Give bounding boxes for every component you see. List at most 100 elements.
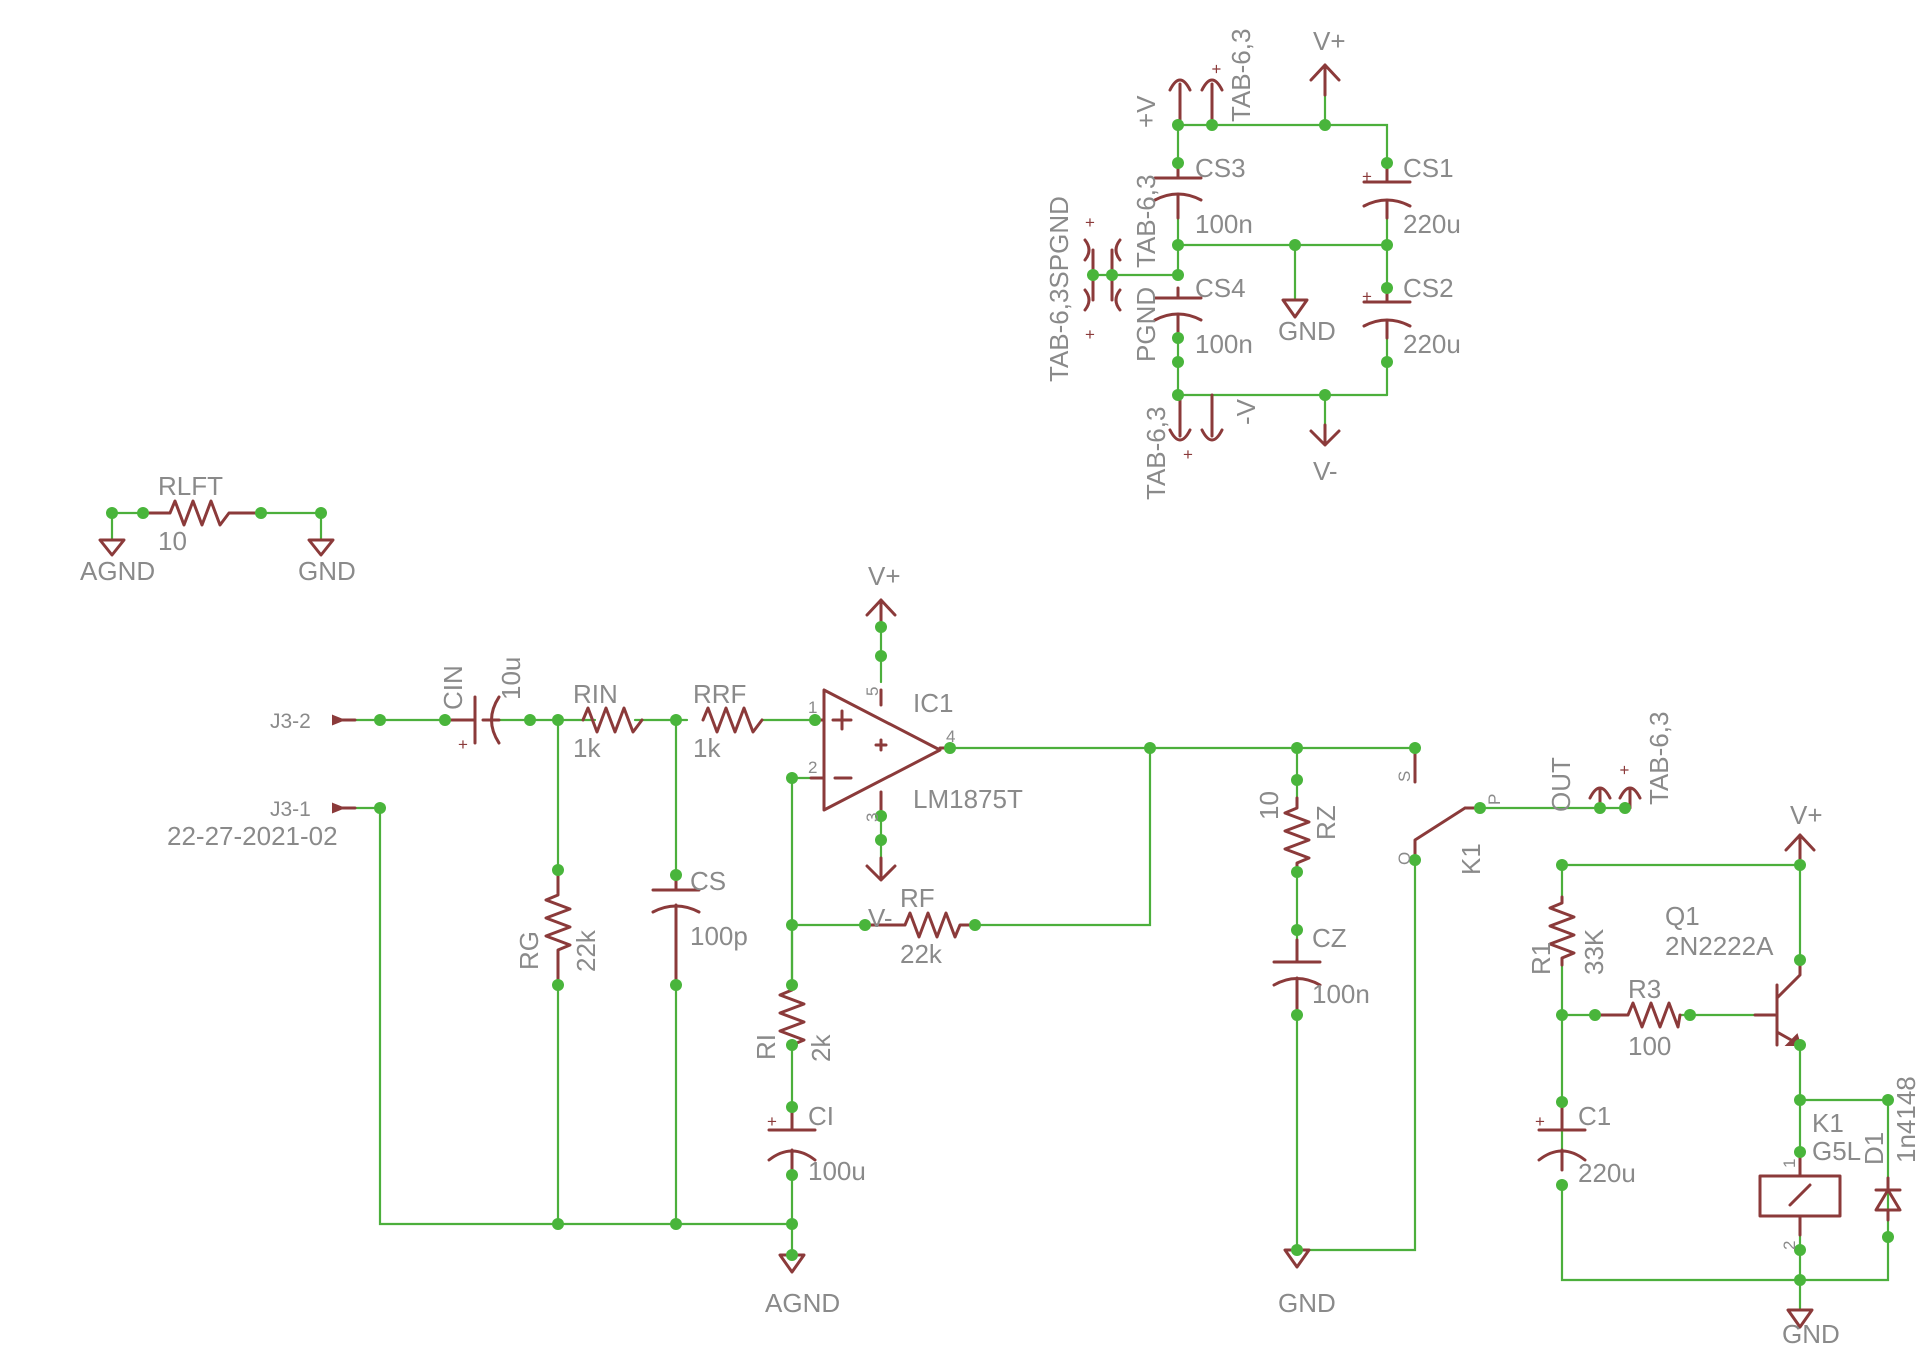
rin-value: 1k (573, 733, 601, 763)
j3-2-label: J3-2 (270, 710, 311, 733)
rf-resistor (863, 911, 977, 939)
tab-top-plus: + (1207, 64, 1226, 74)
relay-p-label: P (1485, 794, 1504, 805)
rlft-name: RLFT (158, 471, 223, 501)
ci-name: CI (808, 1101, 834, 1131)
r3-value: 100 (1628, 1031, 1671, 1061)
cs1-plus: + (1362, 167, 1372, 186)
relay-o-label: O (1395, 852, 1414, 865)
cs-value: 100p (690, 921, 748, 951)
q1-value: 2N2222A (1665, 931, 1774, 961)
gnd-label-supply: GND (1278, 316, 1336, 346)
cin-plus: + (458, 735, 468, 754)
rlft-value: 10 (158, 526, 187, 556)
tab-label-mid: TAB-6,3 (1131, 175, 1161, 268)
symbols (98, 63, 1902, 1329)
cs4-value: 100n (1195, 329, 1253, 359)
rlft-resistor (141, 499, 263, 527)
junction-dots (106, 119, 1894, 1286)
ri-value: 2k (806, 1034, 836, 1062)
ic1-pin2: 2 (808, 758, 817, 777)
d1-diode (1874, 1176, 1902, 1222)
c1-capacitor (1537, 1100, 1587, 1172)
d1-name: D1 (1859, 1132, 1889, 1165)
r1-name: R1 (1526, 942, 1556, 975)
rg-resistor (544, 868, 572, 987)
c1-plus: + (1535, 1112, 1545, 1131)
r1-value: 33K (1579, 928, 1609, 975)
cz-name: CZ (1312, 923, 1347, 953)
ic1-name: IC1 (913, 688, 953, 718)
ic1-pin5: 5 (863, 687, 882, 696)
tab-bottom-plus: + (1183, 445, 1193, 464)
cin-value: 10u (496, 657, 526, 700)
r3-resistor (1593, 1001, 1682, 1029)
cs3-value: 100n (1195, 209, 1253, 239)
rz-resistor (1283, 796, 1311, 874)
cs3-capacitor (1153, 161, 1203, 220)
q1-transistor (1753, 958, 1802, 1047)
rin-name: RIN (573, 679, 618, 709)
c1-value: 220u (1578, 1158, 1636, 1188)
c1-name: C1 (1578, 1101, 1611, 1131)
rf-value: 22k (900, 939, 943, 969)
cin-capacitor (443, 695, 501, 745)
tab-left-plus-bottom: + (1085, 325, 1095, 344)
rin-resistor (581, 706, 644, 734)
rrf-resistor (701, 706, 764, 734)
ic1-vplus-label: V+ (868, 561, 901, 591)
q1-name: Q1 (1665, 901, 1700, 931)
cs2-capacitor (1362, 286, 1412, 340)
ic1-pin3: 3 (863, 813, 882, 822)
cz-capacitor (1272, 938, 1322, 1017)
vplus-label-supply: V+ (1313, 26, 1346, 56)
vminus-label-supply: V- (1313, 456, 1338, 486)
gnd-label-top: GND (298, 556, 356, 586)
tab-left-plus-top: + (1085, 213, 1095, 232)
k1-value: G5L (1812, 1136, 1861, 1166)
k1-name: K1 (1812, 1108, 1844, 1138)
vplus-label-driver: V+ (1790, 800, 1823, 830)
j3-1-label: J3-1 (270, 798, 311, 821)
out-tab-label: TAB-6,3 (1644, 712, 1674, 805)
out-plus: + (1615, 765, 1634, 775)
out-label: OUT (1546, 757, 1576, 812)
ri-name: RI (751, 1034, 781, 1060)
ic1-vminus-label: V- (868, 903, 893, 933)
gnd-label-driver: GND (1782, 1319, 1840, 1349)
agnd-label-top: AGND (80, 556, 155, 586)
rz-name: RZ (1311, 805, 1341, 840)
agnd-label-bottom: AGND (765, 1288, 840, 1318)
cs2-value: 220u (1403, 329, 1461, 359)
cz-value: 100n (1312, 979, 1370, 1009)
tab-label-bottom: TAB-6,3 (1141, 407, 1171, 500)
ic1-pin1: 1 (808, 698, 817, 717)
ic1-value: LM1875T (913, 784, 1023, 814)
k1-pin1: 1 (1780, 1159, 1799, 1168)
ci-value: 100u (808, 1156, 866, 1186)
ri-resistor (778, 983, 806, 1047)
tab-spgnd-label: TAB-6,3SPGND (1044, 196, 1074, 382)
cs3-name: CS3 (1195, 153, 1246, 183)
ic1-opamp (822, 688, 942, 812)
rf-name: RF (900, 883, 935, 913)
r1-resistor (1548, 895, 1576, 967)
gnd-label-cz: GND (1278, 1288, 1336, 1318)
r3-name: R3 (1628, 974, 1661, 1004)
minus-v-label: -V (1231, 398, 1261, 425)
ci-plus: + (767, 1112, 777, 1131)
wires (110, 78, 1890, 1312)
text-labels: RLFT 10 AGND GND J3-2 J3-1 22-27-2021-02… (80, 26, 1921, 1349)
rz-value: 10 (1254, 791, 1284, 820)
rg-value: 22k (571, 929, 601, 972)
tab-label-top: TAB-6,3 (1226, 29, 1256, 122)
k1-pin2: 2 (1780, 1241, 1799, 1250)
ci-capacitor (767, 1105, 817, 1177)
cs2-plus: + (1362, 287, 1372, 306)
connector-part-label: 22-27-2021-02 (167, 821, 338, 851)
cs4-capacitor (1153, 286, 1203, 340)
ic1-pin4: 4 (946, 727, 955, 746)
cs1-capacitor (1362, 161, 1412, 220)
relay-s-label: S (1395, 771, 1414, 782)
